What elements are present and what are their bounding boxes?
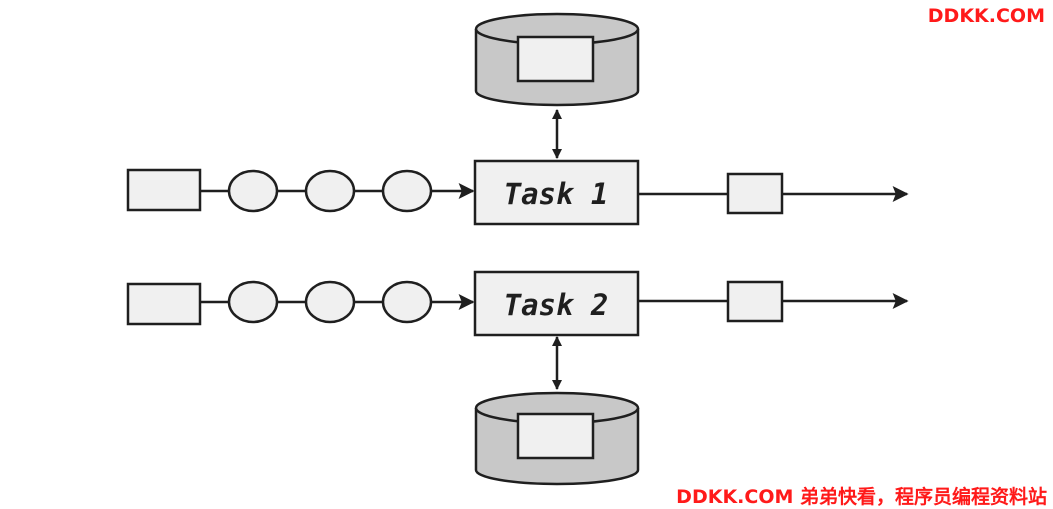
state-store-bottom-record bbox=[516, 412, 595, 460]
task-label-2: Task 2 bbox=[504, 288, 609, 322]
state-store-top-record bbox=[516, 35, 595, 83]
stream-event bbox=[304, 169, 356, 213]
stream-event bbox=[304, 280, 356, 324]
watermark-bottom: DDKK.COM 弟弟快看，程序员编程资料站 bbox=[676, 486, 1047, 508]
state-store-bottom bbox=[474, 391, 640, 486]
stream-row-1 bbox=[126, 159, 909, 226]
source-record-2 bbox=[126, 282, 202, 326]
task-box-2 bbox=[473, 270, 640, 337]
stream-event bbox=[227, 169, 279, 213]
state-store-top bbox=[474, 12, 640, 107]
stream-event bbox=[227, 280, 279, 324]
watermark-top: DDKK.COM bbox=[927, 5, 1045, 27]
task-label-1: Task 1 bbox=[504, 177, 609, 211]
output-record-2 bbox=[726, 280, 784, 323]
stream-event bbox=[381, 280, 433, 324]
output-record-1 bbox=[726, 172, 784, 215]
stream-event bbox=[381, 169, 433, 213]
stream-row-2 bbox=[126, 270, 909, 337]
task-box-1 bbox=[473, 159, 640, 226]
source-record-1 bbox=[126, 168, 202, 212]
